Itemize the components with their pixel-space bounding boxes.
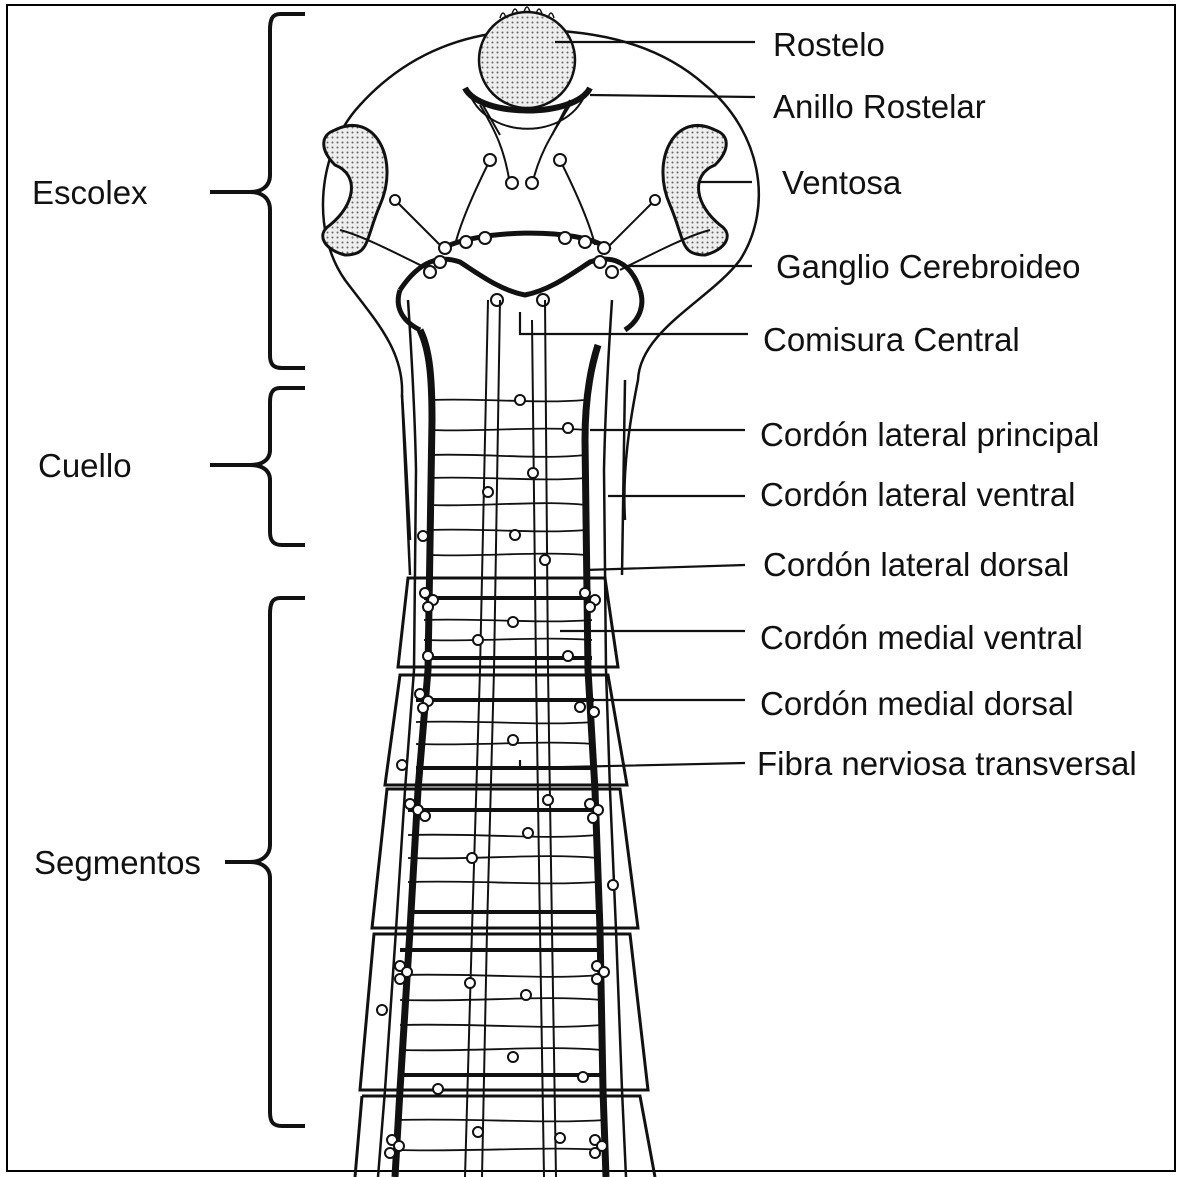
label-cordon-lateral-dorsal: Cordón lateral dorsal <box>763 546 1069 583</box>
label-ventosa: Ventosa <box>782 164 902 201</box>
label-comisura-central: Comisura Central <box>763 321 1020 358</box>
label-cordon-medial-ventral: Cordón medial ventral <box>760 619 1083 656</box>
brace-cuello <box>210 388 305 545</box>
label-cordon-medial-dorsal: Cordón medial dorsal <box>760 685 1074 722</box>
anterior-nerves <box>340 105 710 270</box>
brace-escolex <box>210 14 305 368</box>
ganglion-cells <box>390 154 660 306</box>
label-escolex: Escolex <box>32 174 148 211</box>
label-fibra-nerviosa-transversal: Fibra nerviosa transversal <box>757 745 1137 782</box>
label-cordon-lateral-principal: Cordón lateral principal <box>760 416 1099 453</box>
rostellum <box>479 7 575 108</box>
transverse-fibres <box>395 400 606 1151</box>
structure-labels: Rostelo Anillo Rostelar Ventosa Ganglio … <box>757 26 1137 782</box>
label-cordon-lateral-ventral: Cordón lateral ventral <box>760 476 1076 513</box>
label-ganglio-cerebroideo: Ganglio Cerebroideo <box>776 248 1081 285</box>
label-anillo-rostelar: Anillo Rostelar <box>773 88 986 125</box>
region-labels: Escolex Cuello Segmentos <box>32 174 201 881</box>
label-rostelo: Rostelo <box>773 26 885 63</box>
brace-segmentos <box>225 598 305 1126</box>
label-cuello: Cuello <box>38 447 132 484</box>
label-segmentos: Segmentos <box>34 844 201 881</box>
